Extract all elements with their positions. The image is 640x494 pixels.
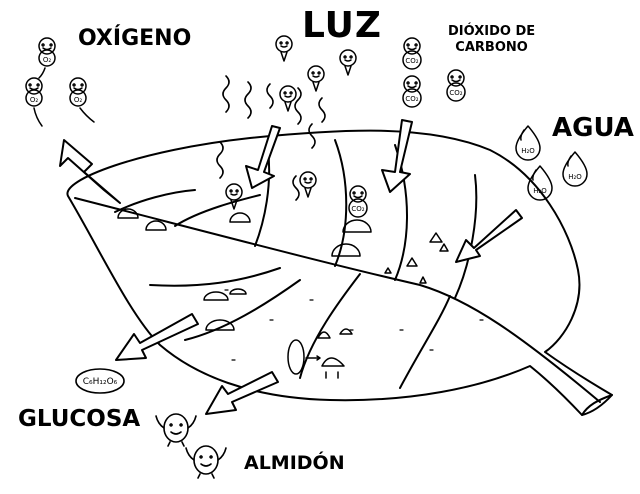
leaf-particles — [117, 208, 449, 379]
oxygen-label: OXÍGENO — [78, 26, 192, 51]
leaf-vein — [299, 273, 361, 379]
glucose-formula: C₆H₁₂O₆ — [83, 377, 118, 387]
leaf-vein — [174, 194, 261, 227]
carbon-dioxide-label-line1: DIÓXIDO DE — [448, 24, 536, 39]
carbon-dioxide-label-line2: CARBONO — [455, 40, 528, 56]
glucose-label: GLUCOSA — [18, 406, 141, 432]
leaf — [66, 129, 613, 416]
leaf-vein — [149, 267, 281, 287]
starch-molecules — [155, 413, 227, 479]
co2-formula: CO₂ — [449, 89, 462, 97]
co2-molecules — [348, 37, 466, 218]
light-label: LUZ — [302, 5, 382, 46]
o2-formula: O₂ — [74, 96, 83, 104]
co2-arrow — [381, 119, 413, 193]
leaf-outline — [66, 129, 613, 416]
co2-formula: CO₂ — [351, 205, 364, 213]
oxygen-molecules — [25, 37, 95, 127]
glucose-molecule — [75, 368, 125, 394]
leaf-vein — [114, 189, 196, 213]
glucose-arrow — [115, 313, 199, 361]
co2-formula: CO₂ — [405, 95, 418, 103]
light-particles — [225, 35, 357, 210]
starch-label: ALMIDÓN — [244, 452, 345, 474]
co2-formula: CO₂ — [405, 57, 418, 65]
leaf-stem-tip — [581, 394, 613, 416]
carbon-dioxide-label: DIÓXIDO DE CARBONO — [448, 24, 535, 57]
light-arrow — [245, 125, 281, 189]
leaf-dots — [224, 289, 484, 361]
h2o-formula: H₂O — [521, 147, 535, 155]
water-drops — [515, 125, 588, 201]
leaf-vein — [399, 295, 451, 389]
water-arrow — [455, 209, 523, 263]
leaf-vein — [454, 174, 478, 299]
formula-labels: O₂ O₂ O₂ CO₂ CO₂ CO₂ CO₂ H₂O H₂O H₂O C₆H… — [30, 56, 582, 387]
starch-arrow — [205, 371, 279, 415]
leaf-vein — [334, 139, 348, 267]
h2o-formula: H₂O — [568, 173, 582, 181]
o2-formula: O₂ — [43, 56, 52, 64]
leaf-vein — [184, 279, 301, 341]
water-label: AGUA — [552, 113, 634, 143]
h2o-formula: H₂O — [533, 187, 547, 195]
o2-formula: O₂ — [30, 96, 39, 104]
oxygen-arrow — [59, 139, 121, 204]
leaf-midrib — [74, 197, 601, 403]
light-rays — [216, 75, 326, 201]
